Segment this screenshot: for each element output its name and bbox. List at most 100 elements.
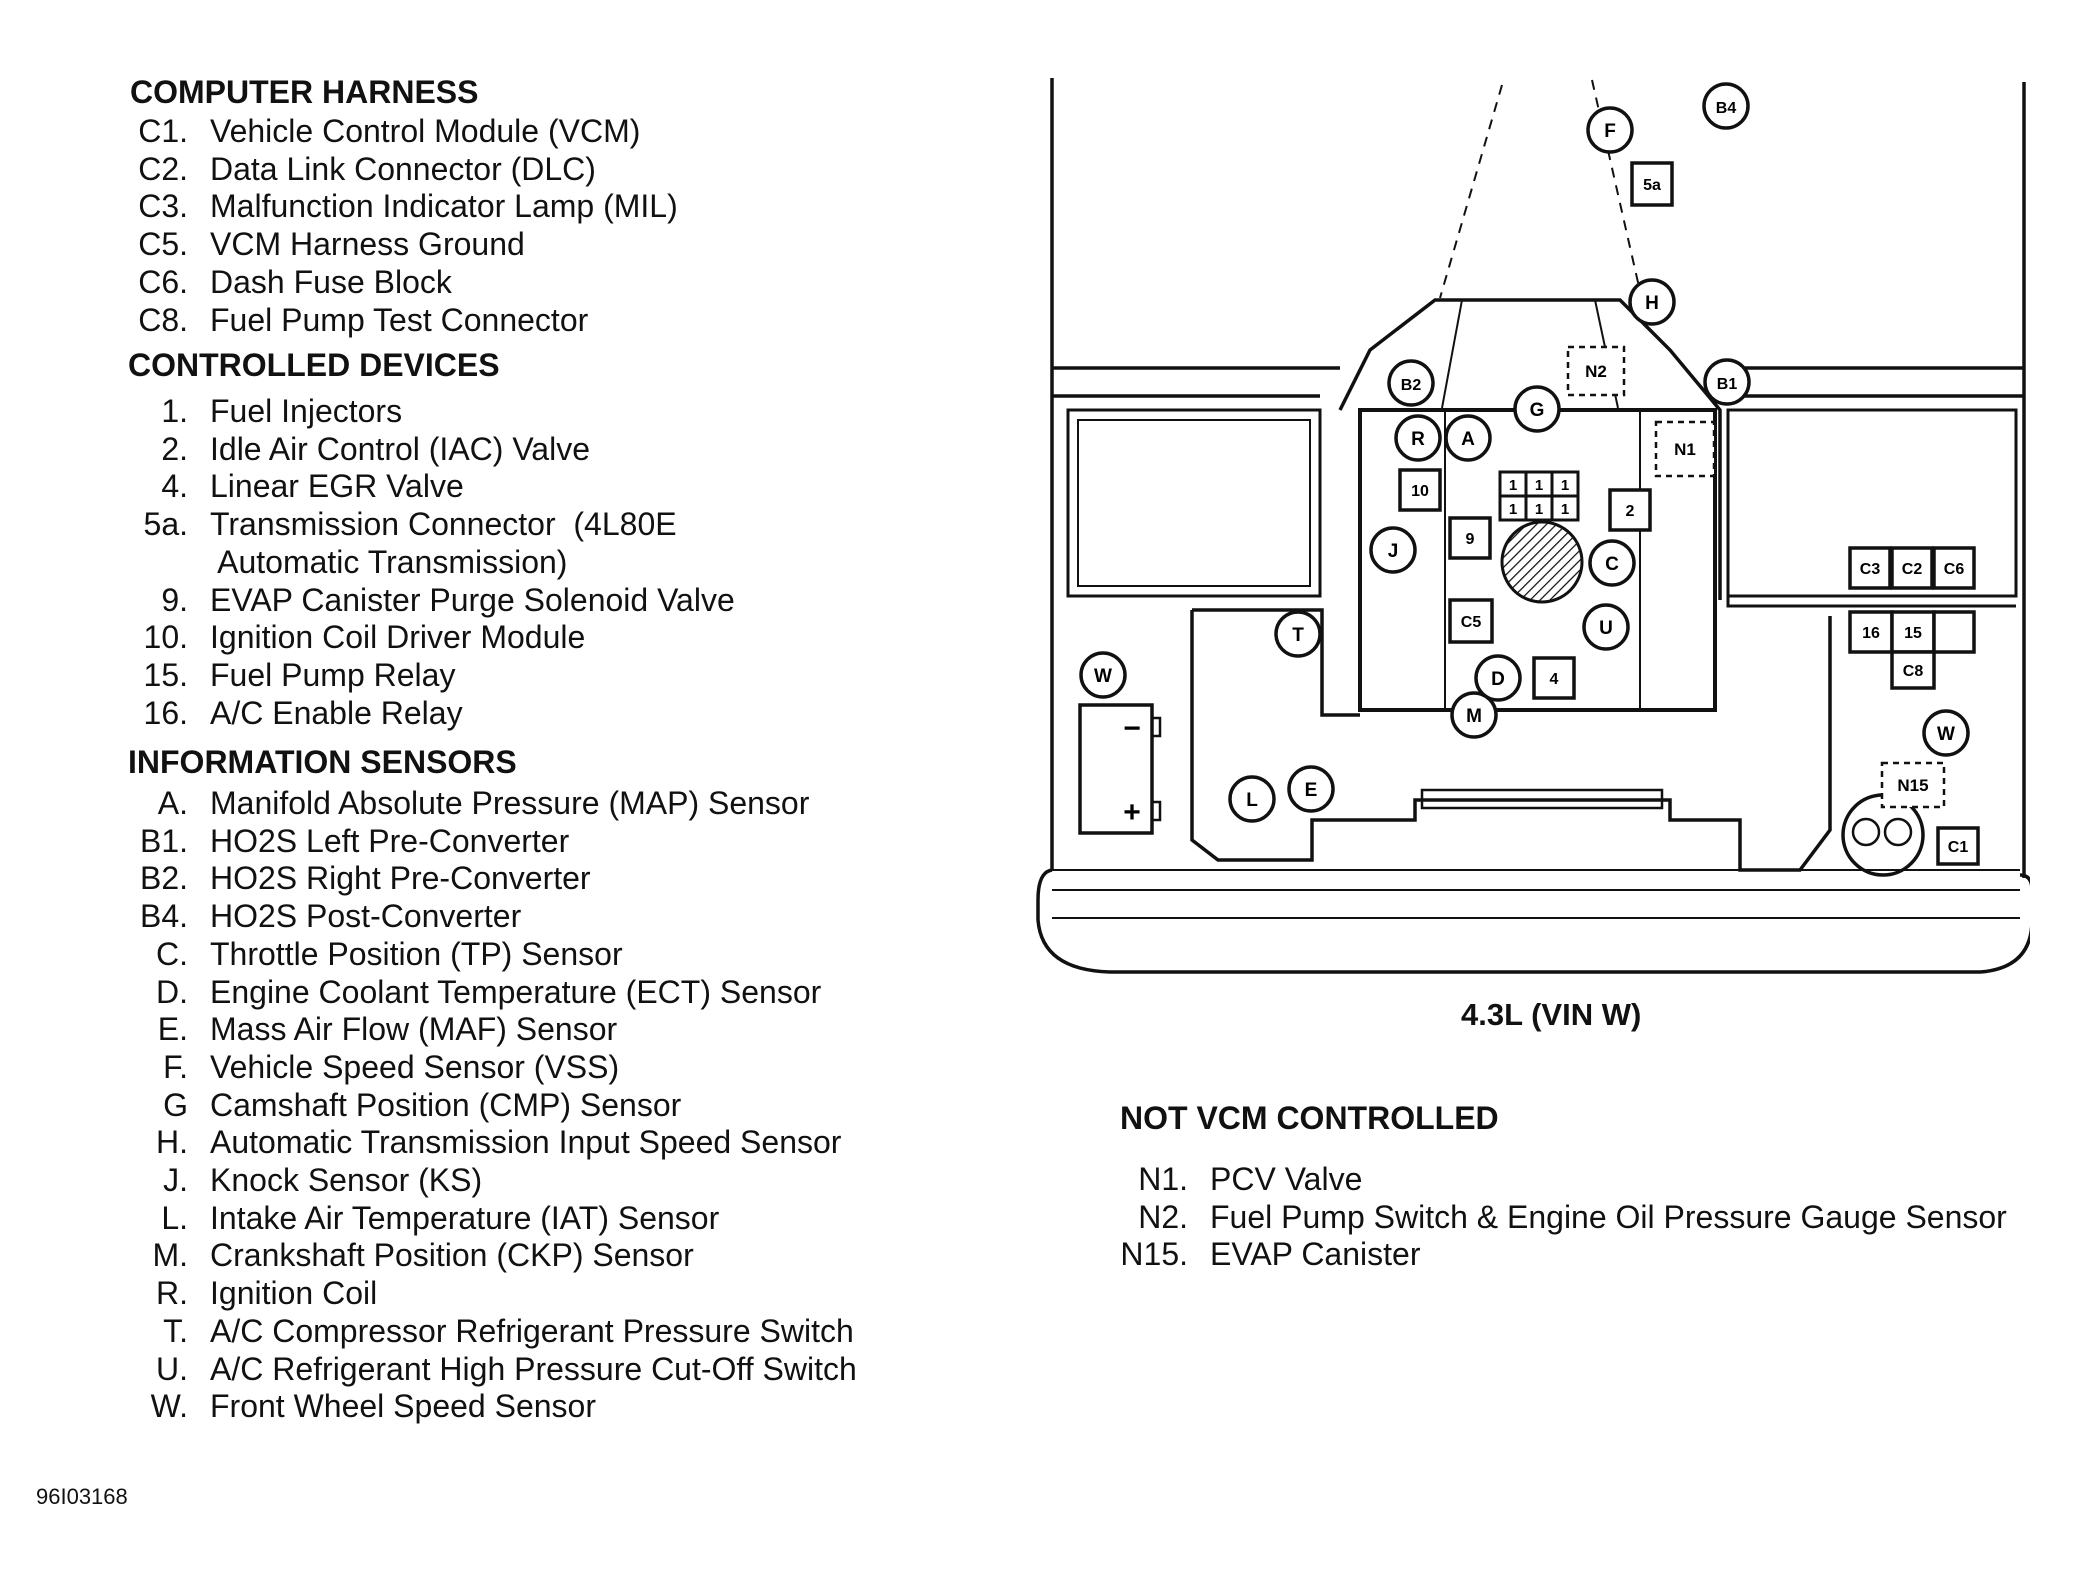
sensor-marker-label: G — [1530, 400, 1545, 421]
sensor-marker-label: U — [1599, 618, 1613, 639]
not-vcm-controlled-item-code: N2. — [1138, 1198, 1188, 1235]
computer-harness-item: C6.Dash Fuse Block — [110, 264, 678, 302]
computer-harness-item-desc: Dash Fuse Block — [210, 263, 452, 300]
controlled-devices-item-desc: Fuel Injectors — [210, 393, 403, 429]
controlled-devices-item: 1.Fuel Injectors — [110, 393, 735, 431]
controlled-devices-item: 15. Fuel Pump Relay — [110, 657, 735, 695]
information-sensors-item-code: B4. — [139, 898, 188, 935]
sensor-marker: C — [1588, 539, 1636, 587]
fuel-injector-label: 1 — [1509, 477, 1517, 494]
sensor-marker: E — [1287, 765, 1335, 813]
fuel-injector-box: 1 — [1498, 470, 1528, 498]
information-sensors-item-desc: Throttle Position (TP) Sensor — [210, 935, 623, 972]
not-vcm-dashed-box: N1 — [1654, 420, 1716, 478]
component-box-label: 5a — [1643, 177, 1661, 194]
sensor-marker: M — [1450, 691, 1498, 739]
fuel-injector-label: 1 — [1561, 501, 1569, 518]
information-sensors-item-desc: Camshaft Position (CMP) Sensor — [210, 1086, 682, 1123]
information-sensors-item: H.Automatic Transmission Input Speed Sen… — [110, 1124, 857, 1162]
controlled-devices-item: 5a.Transmission Connector (4L80E — [110, 506, 735, 544]
controlled-devices-item-code: 10. — [143, 619, 188, 656]
computer-harness-item-code: C1. — [138, 113, 188, 149]
information-sensors-item-desc: A/C Refrigerant High Pressure Cut-Off Sw… — [210, 1350, 857, 1387]
not-vcm-controlled-item-desc: PCV Valve — [1210, 1161, 1363, 1197]
not-vcm-dashed-box-label: N1 — [1674, 440, 1696, 459]
computer-harness-item-desc: Fuel Pump Test Connector — [210, 301, 589, 338]
information-sensors-list: A.Manifold Absolute Pressure (MAP) Senso… — [110, 785, 857, 1426]
component-box: 5a — [1630, 161, 1674, 207]
information-sensors-item-code: D. — [156, 973, 188, 1010]
sensor-marker: G — [1513, 385, 1561, 433]
sensor-marker-label: R — [1411, 429, 1425, 450]
not-vcm-controlled-item-desc: Fuel Pump Switch & Engine Oil Pressure G… — [1210, 1198, 2007, 1235]
information-sensors-item-desc: A/C Compressor Refrigerant Pressure Swit… — [210, 1312, 854, 1349]
not-vcm-controlled-item-code: N15. — [1120, 1236, 1188, 1273]
sensor-marker: J — [1369, 526, 1417, 574]
sensor-marker: D — [1474, 654, 1522, 702]
controlled-devices-item-code: 16. — [143, 694, 188, 731]
controlled-devices-item-code: 15. — [143, 656, 188, 693]
diagram-caption: 4.3L (VIN W) — [1461, 997, 1642, 1032]
information-sensors-item: L.Intake Air Temperature (IAT) Sensor — [110, 1200, 857, 1238]
sensor-marker-label: B4 — [1716, 100, 1737, 117]
sensor-marker: W — [1079, 651, 1127, 699]
component-box-label: C2 — [1902, 561, 1923, 578]
information-sensors-item: B4.HO2S Post-Converter — [110, 898, 857, 936]
distributor-hatched — [1500, 520, 1584, 604]
fuel-injector-label: 1 — [1535, 477, 1543, 494]
component-box: C5 — [1448, 598, 1494, 644]
not-vcm-dashed-box: N15 — [1880, 761, 1946, 809]
computer-harness-item-code: C8. — [138, 301, 188, 338]
controlled-devices-item: Automatic Transmission) — [110, 544, 735, 582]
controlled-devices-item-desc: A/C Enable Relay — [210, 694, 463, 731]
computer-harness-item-code: C2. — [138, 150, 188, 187]
computer-harness-item-desc: VCM Harness Ground — [210, 226, 525, 263]
sensor-marker-label: W — [1094, 666, 1112, 687]
not-vcm-controlled-item: N15.EVAP Canister — [1110, 1236, 2007, 1274]
information-sensors-item: R.Ignition Coil — [110, 1275, 857, 1313]
component-box-label: 16 — [1862, 625, 1880, 642]
information-sensors-item-code: G — [163, 1086, 188, 1123]
controlled-devices-item-code: 4. — [161, 468, 188, 505]
information-sensors-item-code: T. — [163, 1312, 188, 1349]
sensor-marker: T — [1274, 610, 1322, 658]
not-vcm-dashed-box: N2 — [1566, 345, 1626, 397]
sensor-marker: A — [1444, 414, 1492, 462]
controlled-devices-item-desc: EVAP Canister Purge Solenoid Valve — [210, 581, 735, 618]
fuel-injector-label: 1 — [1535, 501, 1543, 518]
battery-minus-sign: − — [1123, 712, 1141, 745]
fuel-injector-label: 1 — [1509, 501, 1517, 518]
sensor-marker-label: E — [1305, 780, 1318, 801]
information-sensors-item-code: B2. — [139, 860, 188, 897]
information-sensors-item: T. A/C Compressor Refrigerant Pressure Sw… — [110, 1313, 857, 1351]
fuel-injector-box: 1 — [1550, 470, 1580, 498]
information-sensors-item-code: R. — [156, 1275, 188, 1312]
controlled-devices-item: 10.Ignition Coil Driver Module — [110, 619, 735, 657]
information-sensors-item-code: F. — [163, 1048, 188, 1085]
sensor-marker: F — [1586, 106, 1634, 154]
component-box: 2 — [1608, 488, 1652, 532]
controlled-devices-item-desc: Fuel Pump Relay — [210, 656, 456, 693]
controlled-devices-item: 9.EVAP Canister Purge Solenoid Valve — [110, 581, 735, 620]
component-box-label: 2 — [1626, 503, 1635, 520]
information-sensors-item-desc: Automatic Transmission Input Speed Senso… — [210, 1124, 842, 1161]
controlled-devices-item-desc: Automatic Transmission) — [210, 543, 568, 580]
component-box-label: C1 — [1948, 839, 1969, 856]
controlled-devices-item: 2.Idle Air Control (IAC) Valve — [110, 431, 735, 469]
component-box: 4 — [1532, 656, 1576, 700]
computer-harness-item: C8. Fuel Pump Test Connector — [110, 302, 678, 340]
information-sensors-heading: INFORMATION SENSORS — [128, 744, 517, 780]
fuel-injector-box: 1 — [1550, 494, 1580, 522]
computer-harness-item: C3.Malfunction Indicator Lamp (MIL) — [110, 188, 678, 226]
information-sensors-item-desc: Engine Coolant Temperature (ECT) Sensor — [210, 973, 822, 1010]
information-sensors-item-code: W. — [150, 1388, 188, 1425]
component-box: C3 — [1848, 546, 1892, 590]
sensor-marker-label: M — [1466, 706, 1482, 727]
information-sensors-item: C.Throttle Position (TP) Sensor — [110, 936, 857, 974]
controlled-devices-item-code: 2. — [161, 430, 188, 467]
sensor-marker: U — [1582, 603, 1630, 651]
information-sensors-item-code: A. — [157, 785, 188, 821]
computer-harness-item: C1.Vehicle Control Module (VCM) — [110, 113, 678, 151]
